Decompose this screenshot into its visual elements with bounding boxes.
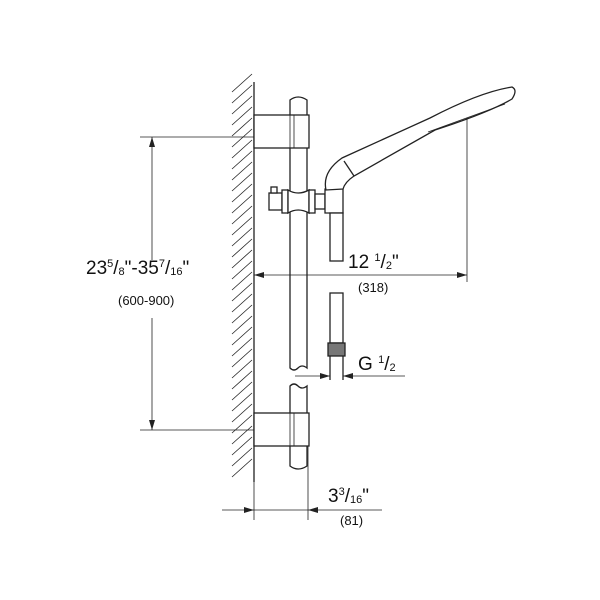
- wall-hatch-line: [231, 458, 253, 478]
- wall-hatch-line: [231, 205, 253, 225]
- wall-hatch-line: [231, 183, 253, 203]
- wall-hatch-line: [231, 260, 253, 280]
- hose-connector: [327, 292, 346, 380]
- slide-rail: [289, 96, 308, 470]
- hand-shower: [324, 86, 516, 262]
- wall-hatch-line: [231, 161, 253, 181]
- wall-hatch-line: [231, 370, 253, 390]
- wall-hatch-line: [231, 106, 253, 126]
- height-range-label: 235/8"-357/16": [86, 258, 190, 279]
- bottom-wall-bracket: [253, 412, 310, 447]
- slider-holder: [268, 186, 326, 215]
- projection-label: 12 1/2": [348, 252, 399, 273]
- wall-offset-label: 33/16": [328, 486, 369, 507]
- projection-dimension-line: [254, 118, 468, 282]
- wall-offset-dimension-line: [222, 446, 382, 520]
- wall-hatch-line: [231, 436, 253, 456]
- wall-hatch-line: [231, 139, 253, 159]
- wall-hatch-line: [231, 359, 253, 379]
- wall-hatch-line: [231, 447, 253, 467]
- wall-hatch-line: [231, 73, 253, 93]
- height-dimension-line: [140, 136, 254, 431]
- wall-hatch-line: [231, 381, 253, 401]
- wall-hatch-line: [231, 293, 253, 313]
- thread-label: G 1/2: [358, 354, 396, 375]
- wall-hatch-line: [231, 348, 253, 368]
- wall-hatch-line: [231, 326, 253, 346]
- wall-hatch-line: [231, 304, 253, 324]
- wall-hatch-line: [231, 216, 253, 236]
- wall-hatch-line: [231, 238, 253, 258]
- wall-hatch-line: [231, 271, 253, 291]
- wall-hatch-line: [231, 95, 253, 115]
- wall-hatch-line: [231, 425, 253, 445]
- wall-hatch-line: [231, 392, 253, 412]
- wall-hatch-line: [231, 403, 253, 423]
- wall-offset-metric: (81): [340, 513, 364, 528]
- wall-hatch-line: [231, 337, 253, 357]
- projection-metric: (318): [358, 280, 389, 295]
- wall-hatch-line: [231, 172, 253, 192]
- wall-hatch-line: [231, 150, 253, 170]
- wall-hatch-line: [231, 315, 253, 335]
- top-wall-bracket: [253, 114, 310, 149]
- wall-hatch-line: [231, 128, 253, 148]
- wall-hatch-line: [231, 194, 253, 214]
- wall: [231, 73, 255, 482]
- wall-hatch-line: [231, 282, 253, 302]
- height-range-metric: (600-900): [118, 293, 175, 308]
- wall-hatch-line: [231, 249, 253, 269]
- wall-hatch-line: [231, 84, 253, 104]
- wall-hatch-line: [231, 117, 253, 137]
- wall-hatch-line: [231, 227, 253, 247]
